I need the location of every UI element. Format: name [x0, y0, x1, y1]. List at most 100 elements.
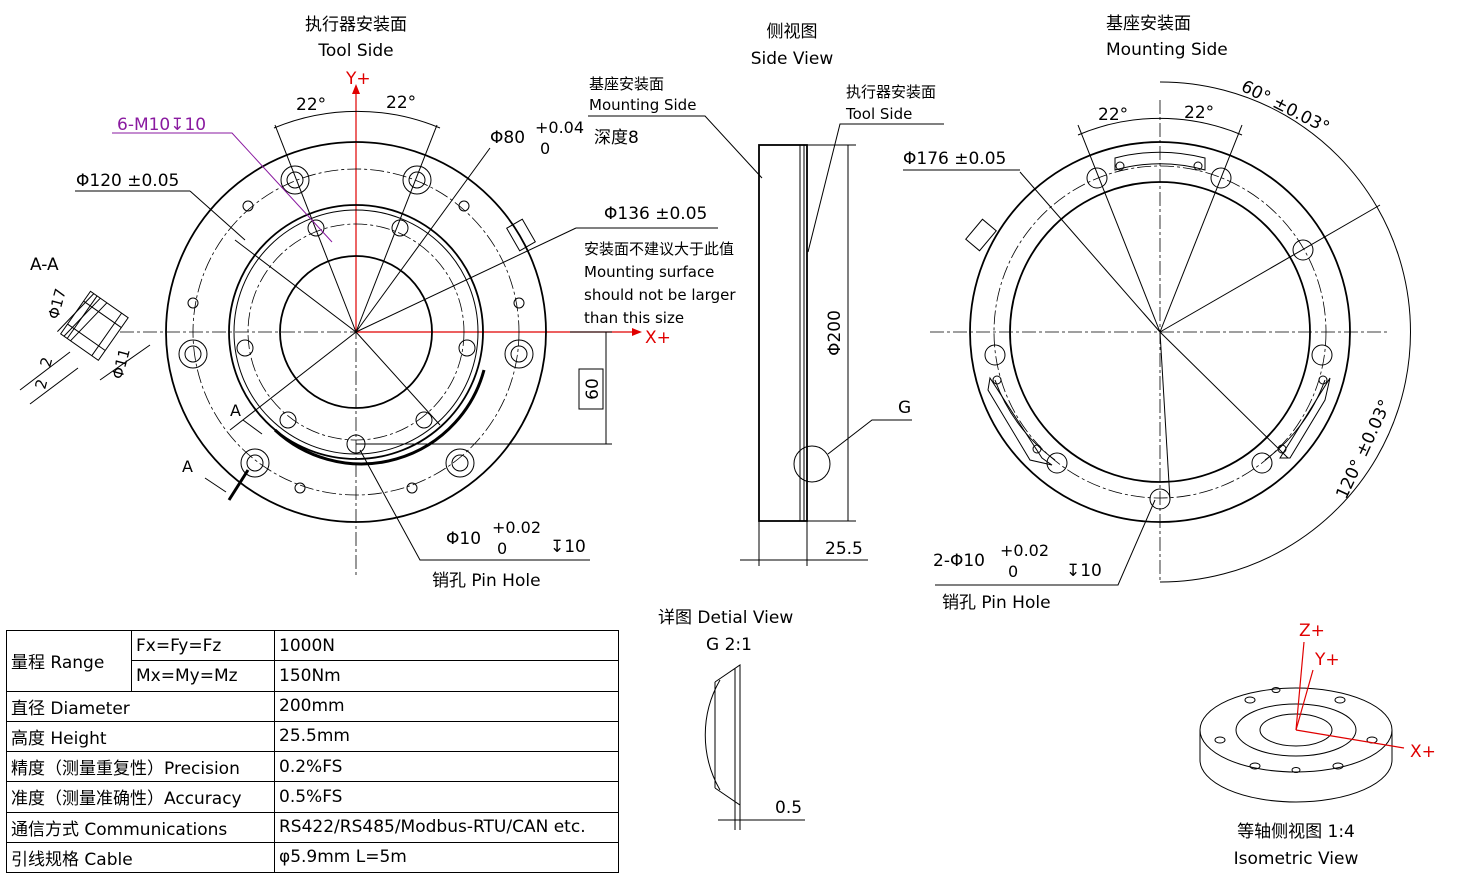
thread-callout: 6-M10↧10	[117, 115, 206, 135]
y-axis-label: Y+	[345, 69, 371, 89]
dim60-box	[578, 368, 604, 410]
tool-side-title-cn: 执行器安装面	[305, 15, 407, 35]
mount-angle-arc	[1077, 117, 1243, 136]
pin-lower: 0	[497, 539, 507, 558]
range-label: 量程 Range	[6, 630, 132, 692]
mount-pin-label: 销孔 Pin Hole	[942, 593, 1051, 613]
angle60-label: 60° ±0.03°	[1238, 77, 1333, 138]
side-view: 侧视图 Side View 基座安装面 Mounting Side 执行器安装面…	[588, 22, 944, 566]
pin-dim: Φ10	[446, 529, 481, 549]
side-view-title-en: Side View	[751, 49, 834, 69]
angle120-arc	[1159, 206, 1411, 583]
phi120-leader	[234, 239, 357, 333]
dim60-label: 60	[583, 378, 603, 400]
table-row: 通信方式 Communications RS422/RS485/Modbus-R…	[6, 811, 619, 843]
right-slot	[1279, 377, 1331, 459]
mid-circle-inner	[233, 209, 479, 455]
mount-angle-right: 22°	[1184, 103, 1214, 123]
phi80-leader	[355, 147, 491, 333]
angle-arc	[273, 110, 441, 129]
section-aa: A-A Φ17 Φ11 2 2	[19, 255, 151, 405]
side-mount-en: Mounting Side	[589, 96, 696, 114]
bolt-circle-outer	[192, 168, 520, 496]
note-cn: 安装面不建议大于此值	[584, 240, 734, 258]
section-mark-top: A	[230, 401, 241, 420]
note-en-3: than this size	[584, 309, 684, 327]
cable-connector	[506, 218, 536, 252]
section-aa-title: A-A	[30, 255, 59, 275]
thread-leader	[112, 132, 333, 243]
table-row: 量程 Range Fx=Fy=Fz 1000N	[6, 629, 619, 692]
section-dim-11: Φ11	[108, 347, 133, 382]
iso-z-label: Z+	[1299, 621, 1325, 641]
mount-pin-depth: ↧10	[1066, 561, 1102, 581]
section-dim-2b: 2	[31, 377, 51, 391]
height-label: 高度 Height	[6, 720, 275, 753]
table-row: 直径 Diameter 200mm	[6, 690, 619, 722]
radial-line-se	[355, 331, 441, 426]
angle-left-label: 22°	[296, 95, 326, 115]
detail-scale: G 2:1	[706, 635, 752, 655]
detail-title: 详图 Detial View	[658, 608, 793, 628]
left-slot	[987, 376, 1053, 466]
detail-ref: G	[898, 398, 911, 418]
phi136-leader	[355, 227, 577, 333]
cable-label: 引线规格 Cable	[6, 841, 275, 874]
table-row: 高度 Height 25.5mm	[6, 720, 619, 753]
depth-label: 深度8	[594, 128, 639, 148]
detail-dim-label: 0.5	[775, 798, 802, 818]
communications-label: 通信方式 Communications	[6, 811, 275, 843]
range-moment-value: 150Nm	[274, 660, 619, 692]
table-row: 引线规格 Cable φ5.9mm L=5m	[6, 841, 619, 874]
range-force-value: 1000N	[274, 629, 619, 662]
mounting-side-view: 基座安装面 Mounting Side	[903, 14, 1411, 613]
mount-leader	[588, 115, 763, 179]
phi176-label: Φ176 ±0.05	[903, 149, 1006, 169]
tool-leader	[807, 123, 944, 253]
mounting-title-en: Mounting Side	[1106, 40, 1228, 60]
side-tool-cn: 执行器安装面	[846, 83, 936, 101]
tool-side-title-en: Tool Side	[317, 41, 393, 61]
y-axis-arrow	[352, 84, 360, 94]
top-slot	[1114, 151, 1206, 171]
section-dim-17: Φ17	[44, 287, 69, 322]
angle-ray-left	[274, 124, 357, 333]
phi80-upper: +0.04	[535, 118, 584, 137]
note-en-1: Mounting surface	[584, 263, 714, 281]
detail-profile	[714, 664, 741, 806]
phi136-label: Φ136 ±0.05	[604, 204, 707, 224]
iso-ring	[1235, 703, 1357, 757]
pin-leader	[359, 449, 590, 561]
accuracy-value: 0.5%FS	[274, 781, 619, 813]
detail-view: 详图 Detial View G 2:1 0.5	[658, 608, 805, 830]
dim25-label: 25.5	[825, 539, 863, 559]
iso-y-label: Y+	[1314, 650, 1340, 670]
section-arrow-bottom	[204, 477, 227, 493]
diameter-value: 200mm	[274, 690, 619, 722]
phi80-lower: 0	[540, 139, 550, 158]
height-value: 25.5mm	[274, 720, 619, 753]
iso-bore	[1259, 713, 1333, 747]
iso-title-en: Isometric View	[1234, 849, 1359, 869]
spec-table: 量程 Range Fx=Fy=Fz 1000N Mx=My=Mz 150Nm 直…	[6, 629, 619, 874]
communications-value: RS422/RS485/Modbus-RTU/CAN etc.	[274, 811, 619, 843]
side-tool-en: Tool Side	[845, 105, 912, 123]
note-en-2: should not be larger	[584, 286, 736, 304]
section-dim-2a: 2	[36, 355, 56, 369]
mount-angle-left: 22°	[1098, 105, 1128, 125]
pin-upper: +0.02	[492, 518, 541, 537]
angle-right-label: 22°	[386, 93, 416, 113]
iso-z-axis	[1295, 641, 1305, 731]
tool-side-view: 执行器安装面 Tool Side Y+ X+	[75, 15, 736, 591]
precision-label: 精度（测量重复性）Precision	[6, 750, 275, 783]
iso-x-label: X+	[1410, 742, 1436, 762]
small-holes	[187, 200, 525, 494]
side-mount-cn: 基座安装面	[589, 75, 664, 93]
iso-x-axis	[1295, 729, 1405, 749]
table-row: 精度（测量重复性）Precision 0.2%FS	[6, 750, 619, 783]
mount-bolt-circle	[993, 165, 1327, 499]
cable-value: φ5.9mm L=5m	[274, 841, 619, 874]
diameter-label: 直径 Diameter	[6, 690, 275, 722]
x-axis-label: X+	[645, 328, 671, 348]
mount-holes	[984, 161, 1333, 510]
